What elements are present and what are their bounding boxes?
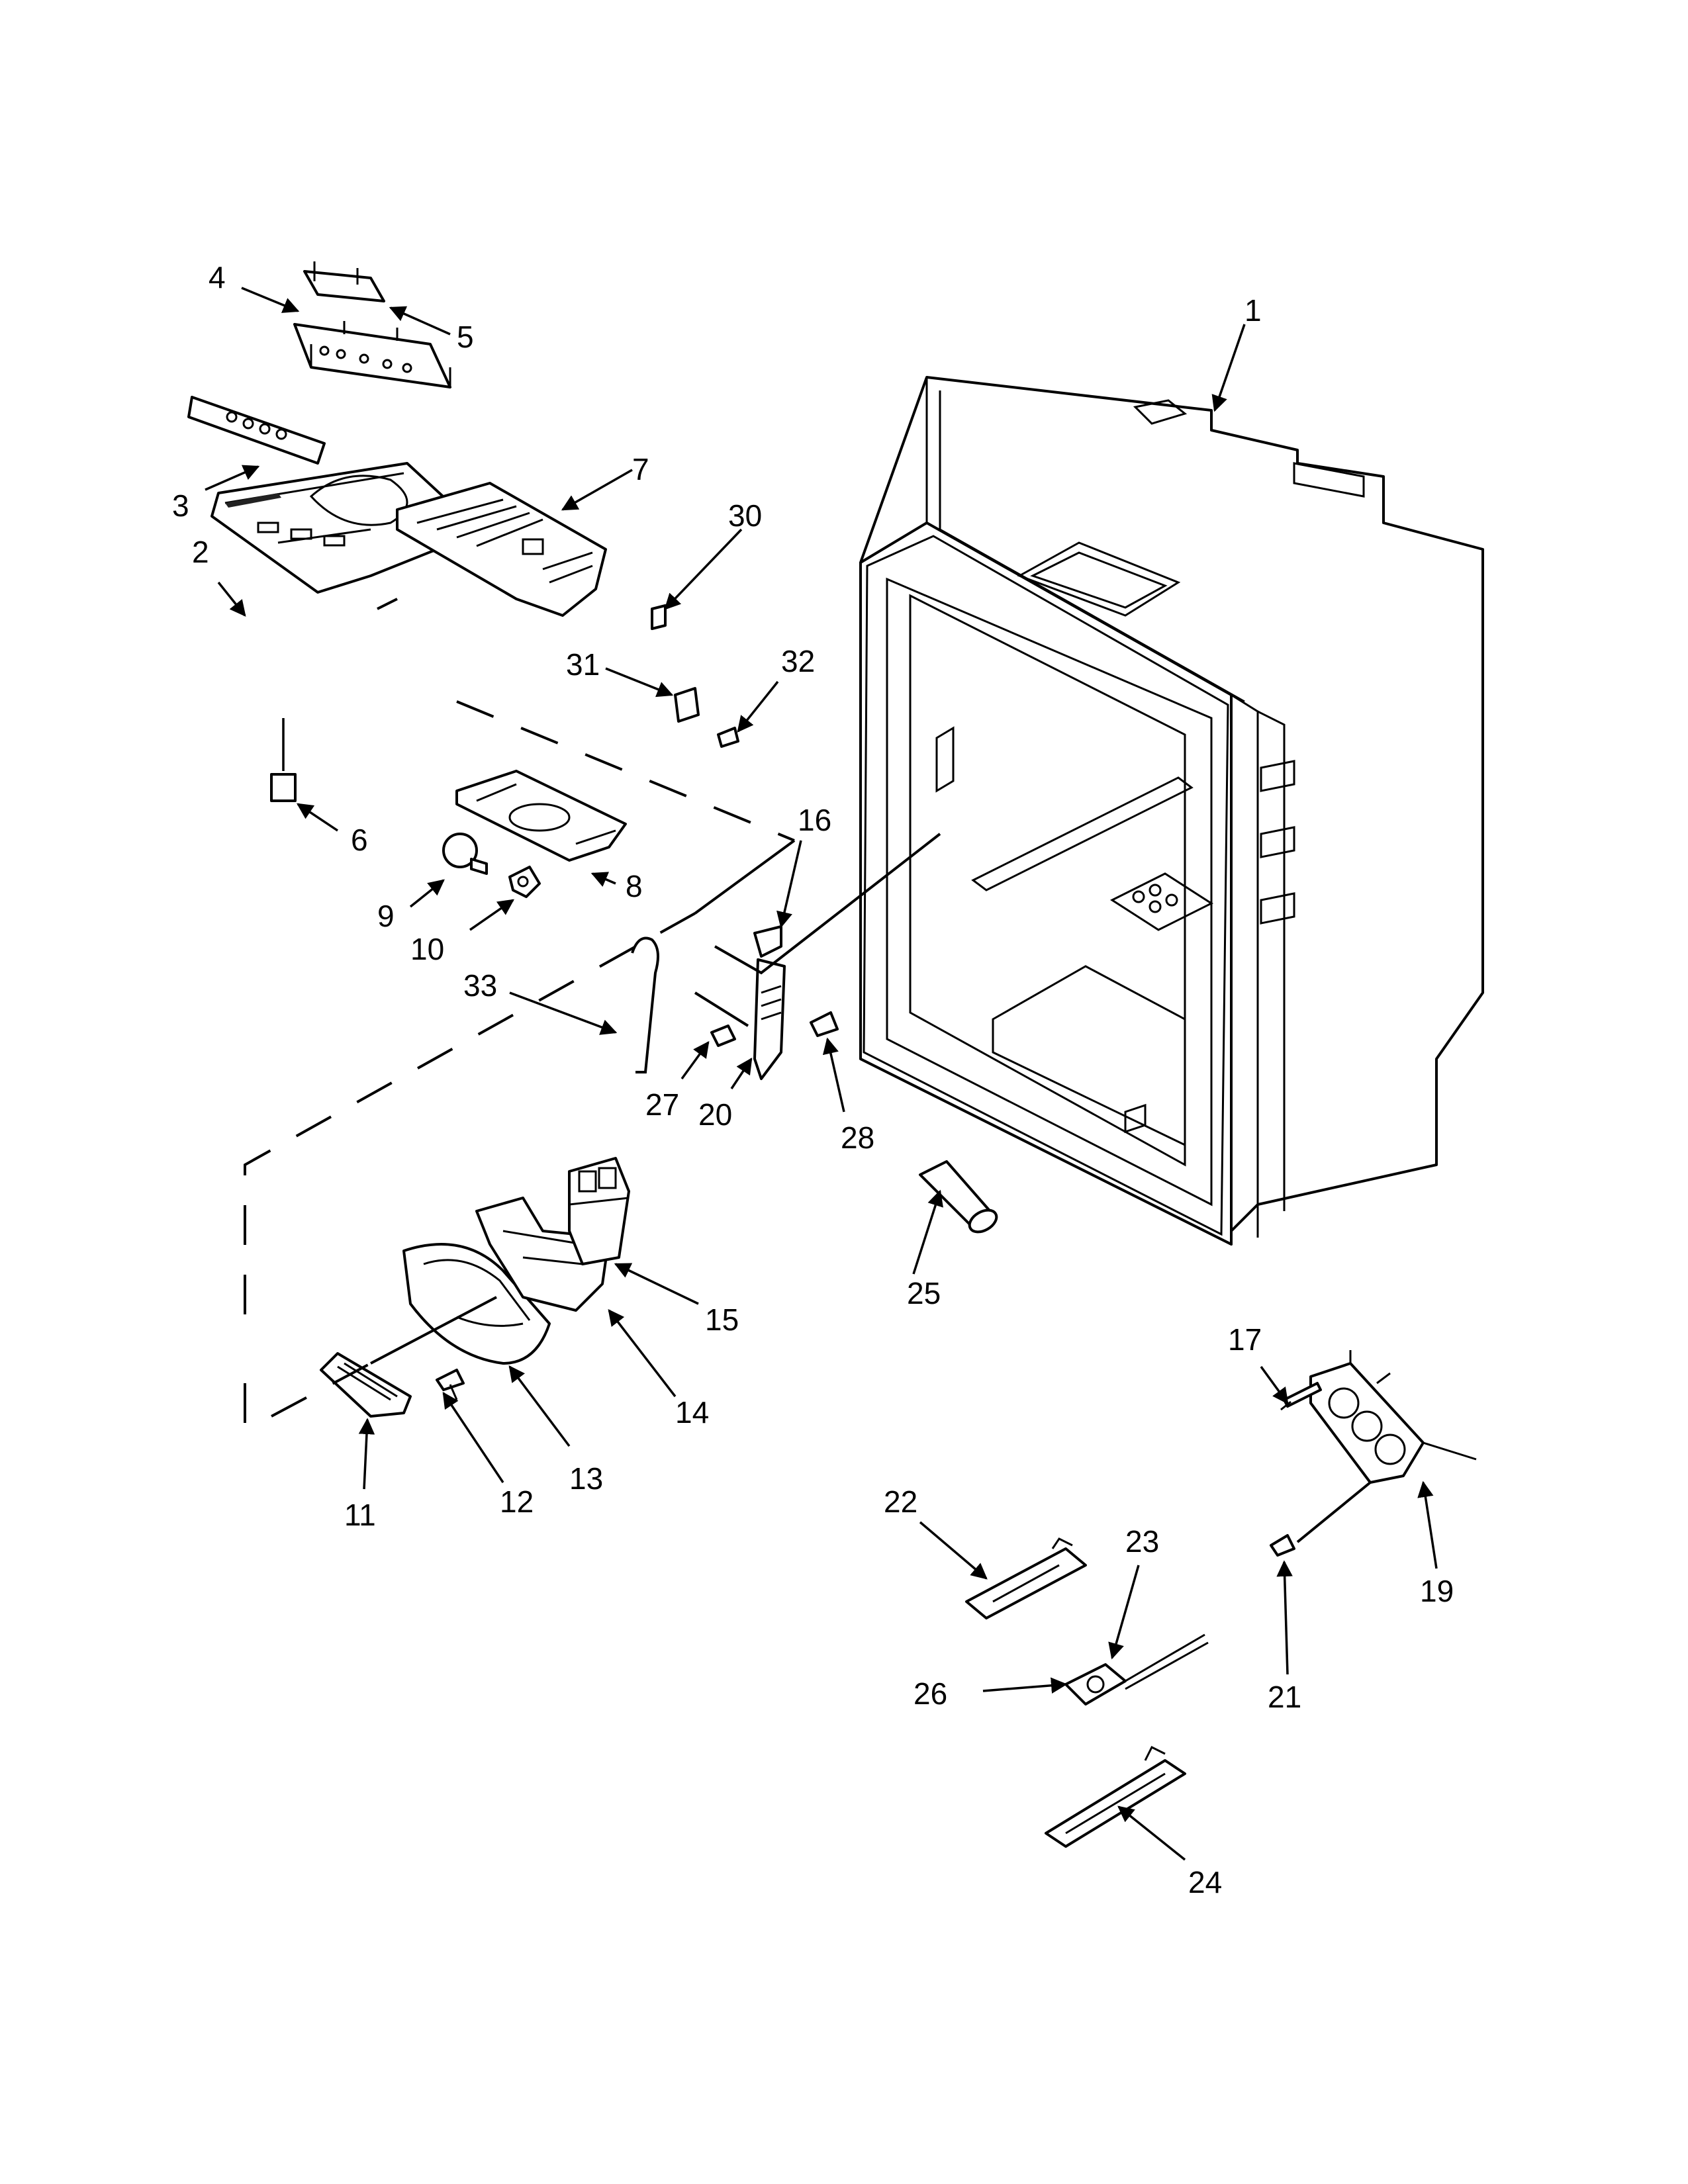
callout-13: 13 xyxy=(569,1461,603,1496)
callout-11: 11 xyxy=(344,1498,376,1532)
callout-30: 30 xyxy=(728,498,762,533)
part-14-housing xyxy=(475,1197,610,1312)
part-12-screw xyxy=(436,1369,465,1400)
part-28-screw xyxy=(810,1011,839,1037)
part-33-tube xyxy=(631,936,659,1073)
part-5-control-board xyxy=(293,321,451,388)
callout-22: 22 xyxy=(884,1484,917,1519)
part-20-dispenser-arm xyxy=(753,958,786,1080)
part-6-switch xyxy=(270,718,297,802)
part-27-clip xyxy=(710,1024,736,1047)
callout-33: 33 xyxy=(463,968,497,1003)
callout-4: 4 xyxy=(209,260,226,295)
leader-arrows xyxy=(205,287,1438,1861)
part-11-grille xyxy=(320,1352,412,1418)
callout-15: 15 xyxy=(705,1302,739,1337)
callout-31: 31 xyxy=(566,647,600,682)
part-4-bracket xyxy=(303,261,385,302)
part-22-bracket xyxy=(965,1537,1087,1619)
part-8-light-housing xyxy=(455,770,627,862)
part-19-heater-assembly xyxy=(1309,1350,1477,1484)
part-2-control-housing xyxy=(211,462,451,594)
part-26-sensor xyxy=(1064,1663,1127,1706)
callout-9: 9 xyxy=(377,899,395,933)
part-15-valve xyxy=(568,1157,630,1265)
part-31-bracket xyxy=(674,687,700,723)
callout-8: 8 xyxy=(626,869,643,903)
callout-24: 24 xyxy=(1188,1865,1222,1899)
part-9-light-bulb xyxy=(442,833,488,875)
callout-28: 28 xyxy=(841,1120,874,1155)
callout-12: 12 xyxy=(500,1484,534,1519)
callout-3: 3 xyxy=(172,488,189,523)
callout-19: 19 xyxy=(1420,1574,1454,1608)
callout-23: 23 xyxy=(1125,1524,1159,1559)
callout-5: 5 xyxy=(457,320,474,354)
callout-17: 17 xyxy=(1228,1322,1262,1357)
part-16-cover xyxy=(753,925,782,958)
callout-21: 21 xyxy=(1268,1680,1301,1714)
part-7-light-shield xyxy=(396,482,607,617)
callout-2: 2 xyxy=(192,535,209,569)
part-25-filter xyxy=(919,1160,998,1234)
part-24-bracket xyxy=(1045,1745,1186,1848)
callout-26: 26 xyxy=(914,1676,947,1711)
part-32-clip xyxy=(717,727,739,748)
part-1-cabinet-liner xyxy=(859,376,1484,1246)
assembly-lines xyxy=(244,598,1372,1543)
callout-25: 25 xyxy=(907,1276,941,1310)
part-30-clip xyxy=(651,604,667,630)
part-13-dispenser-cover xyxy=(402,1243,551,1365)
callout-10: 10 xyxy=(410,932,444,966)
part-3-overlay xyxy=(187,396,326,465)
callout-1: 1 xyxy=(1244,293,1262,328)
callout-14: 14 xyxy=(675,1395,709,1430)
callout-6: 6 xyxy=(351,823,368,857)
part-23-wire xyxy=(1125,1633,1209,1690)
callout-32: 32 xyxy=(781,644,815,678)
callout-7: 7 xyxy=(632,452,649,486)
callout-16: 16 xyxy=(798,803,831,837)
callout-27: 27 xyxy=(645,1087,679,1122)
callout-20: 20 xyxy=(698,1097,732,1132)
part-21-screw xyxy=(1270,1534,1295,1557)
callout-labels: 1 2 3 4 5 6 7 8 9 10 11 12 13 14 15 16 1… xyxy=(172,260,1454,1899)
part-10-socket xyxy=(508,866,541,898)
